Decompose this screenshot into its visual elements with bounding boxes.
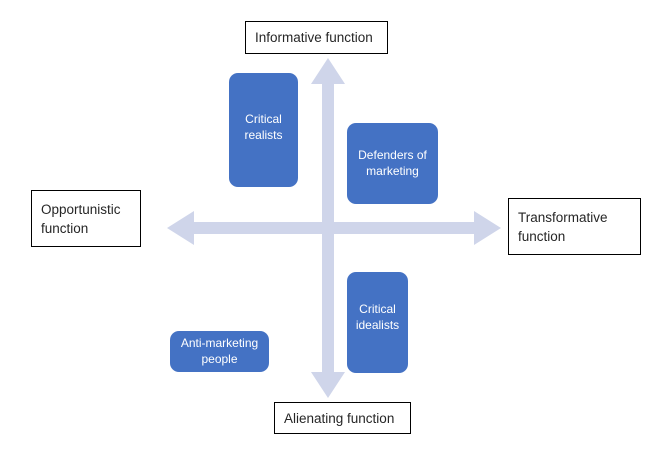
axis-label-informative: Informative function <box>245 21 388 54</box>
quadrant-item-critical-idealists: Critical idealists <box>347 272 408 373</box>
horizontal-axis-arrow <box>167 211 501 245</box>
vertical-axis-arrow <box>311 58 345 398</box>
quadrant-item-critical-realists: Critical realists <box>229 73 298 187</box>
quadrant-item-defenders-of-marketing: Defenders of marketing <box>347 123 438 204</box>
quadrant-item-anti-marketing-people: Anti-marketing people <box>170 331 269 372</box>
axis-label-opportunistic: Opportunistic function <box>31 190 141 247</box>
axis-label-alienating: Alienating function <box>274 402 411 434</box>
axis-label-transformative: Transformative function <box>508 198 641 255</box>
